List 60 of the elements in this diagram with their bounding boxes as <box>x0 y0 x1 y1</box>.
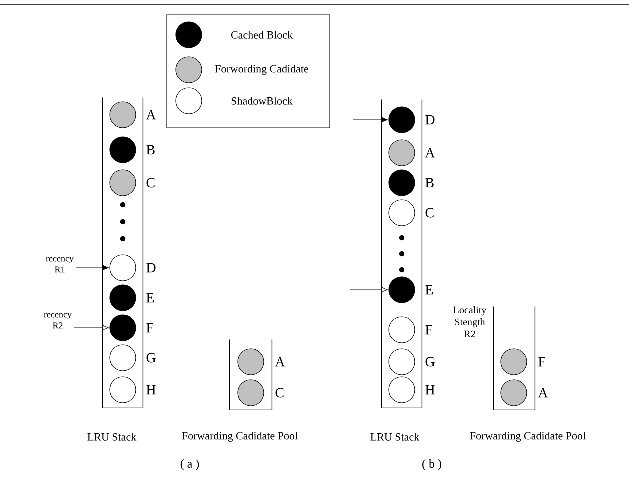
panel-label: ( a ) <box>180 460 200 470</box>
block-letter: E <box>426 285 434 295</box>
block-letter: C <box>426 208 434 218</box>
block-circle <box>388 276 416 304</box>
pool-box <box>493 306 536 411</box>
stack-box <box>102 97 144 409</box>
block-letter: A <box>425 148 436 158</box>
block-letter: B <box>146 145 155 155</box>
block-letter: B <box>426 178 434 188</box>
arrow <box>76 265 109 271</box>
arrow <box>350 287 388 293</box>
arrow <box>74 325 109 331</box>
block-letter: A <box>275 357 286 367</box>
stack-box <box>381 99 423 409</box>
block-circle <box>110 102 136 128</box>
block-letter: F <box>146 323 154 333</box>
block-circle <box>500 348 528 376</box>
block-circle <box>388 106 416 134</box>
block-letter: A <box>146 110 156 120</box>
stack-label: LRU Stack <box>370 433 420 441</box>
panel-label: ( b ) <box>422 460 442 470</box>
block-circle <box>110 170 136 196</box>
block-letter: C <box>276 388 284 398</box>
block-letter: H <box>426 385 435 395</box>
block-circle <box>388 200 416 226</box>
block-circle <box>500 380 528 406</box>
strength-label: Locality Stength R2 <box>454 306 487 338</box>
block-letter: D <box>146 263 156 273</box>
pool-label: Forwarding Cadidate Pool <box>470 432 586 442</box>
arrow <box>352 117 388 123</box>
pool-box <box>229 339 273 411</box>
legend-label: Cached Block <box>231 31 294 39</box>
block-circle <box>388 376 416 404</box>
block-circle <box>238 348 264 376</box>
block-letter: H <box>146 385 156 395</box>
recency-label: recency R2 <box>44 313 72 329</box>
block-letter: G <box>426 357 435 367</box>
legend-label: Forwording Cadidate <box>215 65 309 75</box>
block-letter: F <box>538 357 546 367</box>
block-circle <box>110 254 136 282</box>
block-circle <box>110 344 136 372</box>
block-letter: G <box>146 353 156 363</box>
block-letter: F <box>426 325 432 335</box>
block-circle <box>110 284 136 312</box>
block-circle <box>388 140 416 166</box>
pool-label: Forwarding Cadidate Pool <box>182 432 298 442</box>
block-circle <box>388 316 416 344</box>
block-circle <box>110 136 136 164</box>
recency-label: recency R1 <box>46 257 74 273</box>
block-circle <box>388 348 416 376</box>
block-circle <box>388 170 416 196</box>
block-letter: E <box>146 293 154 303</box>
block-letter: D <box>426 115 435 125</box>
block-circle <box>110 376 136 404</box>
block-circle <box>110 314 136 342</box>
block-circle <box>238 380 264 406</box>
block-letter: A <box>538 388 548 398</box>
block-letter: C <box>146 178 155 188</box>
legend-label: ShadowBlock <box>232 97 293 105</box>
stack-label: LRU Stack <box>88 433 137 441</box>
